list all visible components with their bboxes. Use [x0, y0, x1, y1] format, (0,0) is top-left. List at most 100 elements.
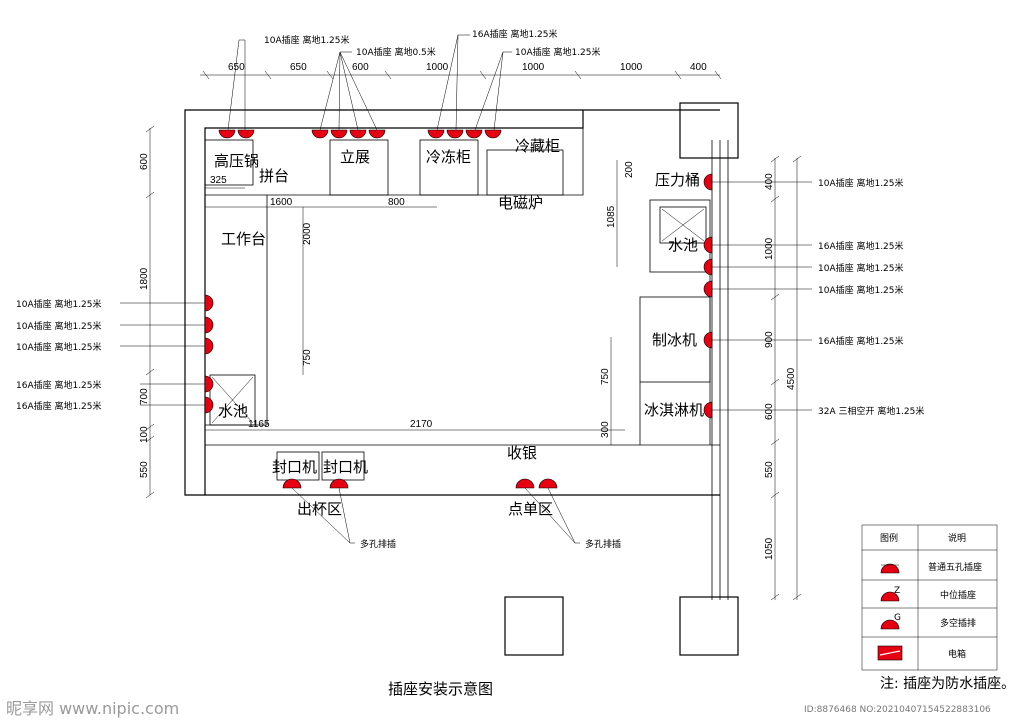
socket-icon [204, 294, 214, 312]
legend: 图例 说明 Z G 普通五孔插座 中位插座 多空插排 电箱 [861, 524, 998, 671]
legend-header-desc: 说明 [948, 532, 966, 544]
note-right-6: 32A 三相空开 离地1.25米 [818, 405, 924, 417]
note-top-4: 10A插座 离地1.25米 [515, 46, 601, 58]
dim-1085: 1085 [606, 205, 617, 228]
dim-left-4: 100 [139, 426, 150, 443]
diagram-title: 插座安装示意图 [388, 680, 493, 698]
socket-icon [703, 173, 713, 191]
label-freezer: 冷冻柜 [426, 148, 471, 166]
socket-icon [349, 129, 367, 139]
dim-top-1: 650 [228, 62, 245, 73]
note-left-4: 16A插座 离地1.25米 [16, 379, 102, 391]
dim-2000: 2000 [302, 222, 313, 245]
label-sink-left: 水池 [218, 402, 248, 420]
socket-icon [703, 331, 713, 349]
legend-row-1: 普通五孔插座 [928, 561, 982, 573]
socket-icon [237, 129, 255, 139]
dim-left-5: 550 [139, 461, 150, 478]
socket-icon [368, 129, 386, 139]
note-right-2: 16A插座 离地1.25米 [818, 240, 904, 252]
dim-left-3: 700 [139, 388, 150, 405]
label-induction: 电磁炉 [498, 194, 543, 212]
socket-icon [218, 129, 236, 139]
sockets [204, 129, 713, 489]
note-left-3: 10A插座 离地1.25米 [16, 341, 102, 353]
label-sink-right: 水池 [668, 236, 698, 254]
label-pressure-cooker: 高压锅 [214, 152, 259, 170]
power-strip-icon [880, 619, 900, 630]
label-fridge: 冷藏柜 [515, 137, 560, 155]
dim-top-6: 1000 [620, 62, 643, 73]
legend-row-4: 电箱 [948, 648, 966, 660]
watermark-right: ID:8876468 NO:20210407154522883106 [804, 705, 991, 715]
dim-325: 325 [210, 175, 227, 186]
watermark-left: 昵享网 www.nipic.com [6, 699, 179, 718]
label-sealer-1: 封口机 [272, 458, 317, 476]
note-multi-1: 多孔排插 [360, 538, 396, 550]
socket-icon [465, 129, 483, 139]
socket-icon [282, 478, 302, 489]
note-left-2: 10A插座 离地1.25米 [16, 320, 102, 332]
label-sealer-2: 封口机 [323, 458, 368, 476]
legend-row-2: 中位插座 [940, 589, 976, 601]
footnote: 注: 插座为防水插座。 [880, 676, 1015, 692]
dim-750a: 750 [302, 349, 313, 366]
dim-200: 200 [624, 161, 635, 178]
note-top-3: 16A插座 离地1.25米 [472, 28, 558, 40]
note-left-5: 16A插座 离地1.25米 [16, 400, 102, 412]
socket-icon [538, 478, 558, 489]
socket-icon [204, 316, 214, 334]
dim-750b: 750 [600, 368, 611, 385]
dim-top-2: 650 [290, 62, 307, 73]
socket-icon [427, 129, 445, 139]
dim-right-total: 4500 [786, 367, 797, 390]
note-right-4: 10A插座 离地1.25米 [818, 284, 904, 296]
mid-socket-icon [880, 591, 900, 602]
note-right-3: 10A插座 离地1.25米 [818, 262, 904, 274]
socket-notes: 10A插座 离地1.25米 10A插座 离地0.5米 16A插座 离地1.25米… [16, 28, 924, 550]
label-cup-area: 出杯区 [297, 500, 342, 518]
socket-icon [311, 129, 329, 139]
socket-icon [330, 129, 348, 139]
label-counter: 拼台 [259, 167, 289, 185]
note-top-1: 10A插座 离地1.25米 [264, 34, 350, 46]
label-ice-machine: 制冰机 [652, 331, 697, 349]
svg-text:Z: Z [894, 586, 900, 596]
label-cashier: 收银 [507, 444, 537, 462]
socket-icon [703, 258, 713, 276]
dim-300: 300 [600, 421, 611, 438]
dim-left-1: 600 [139, 153, 150, 170]
dim-1165: 1165 [248, 419, 270, 430]
socket-icon [204, 337, 214, 355]
dim-1600: 1600 [270, 197, 293, 208]
socket-icon [484, 129, 502, 139]
socket-icon [204, 375, 214, 393]
dim-right-3: 900 [764, 331, 775, 348]
label-display: 立展 [340, 148, 370, 166]
dim-right-5: 550 [764, 461, 775, 478]
label-ice-cream: 冰淇淋机 [644, 401, 704, 419]
walls [184, 102, 739, 656]
dim-right-4: 600 [764, 403, 775, 420]
room-labels: 高压锅 拼台 立展 冷冻柜 冷藏柜 电磁炉 工作台 水池 压力桶 水池 制冰机 … [214, 137, 704, 518]
dim-left-2: 1800 [139, 267, 150, 290]
label-workbench: 工作台 [221, 230, 266, 248]
dimension-lines [145, 70, 802, 601]
dim-right-2: 1000 [764, 237, 775, 260]
socket-icon [703, 236, 713, 254]
dim-right-1: 400 [764, 173, 775, 190]
dimension-values: 650 650 600 1000 1000 1000 400 600 1800 … [139, 62, 797, 560]
note-multi-2: 多孔排插 [585, 538, 621, 550]
socket-icon [703, 280, 713, 298]
legend-row-3: 多空插排 [940, 617, 976, 629]
label-pressure-bucket: 压力桶 [655, 171, 700, 189]
socket-icon [880, 563, 900, 574]
socket-icon [329, 478, 349, 489]
label-order-area: 点单区 [508, 500, 553, 518]
dim-2170: 2170 [410, 419, 433, 430]
dim-800: 800 [388, 197, 405, 208]
note-left-1: 10A插座 离地1.25米 [16, 298, 102, 310]
dim-right-6: 1050 [764, 537, 775, 560]
note-top-2: 10A插座 离地0.5米 [356, 46, 436, 58]
